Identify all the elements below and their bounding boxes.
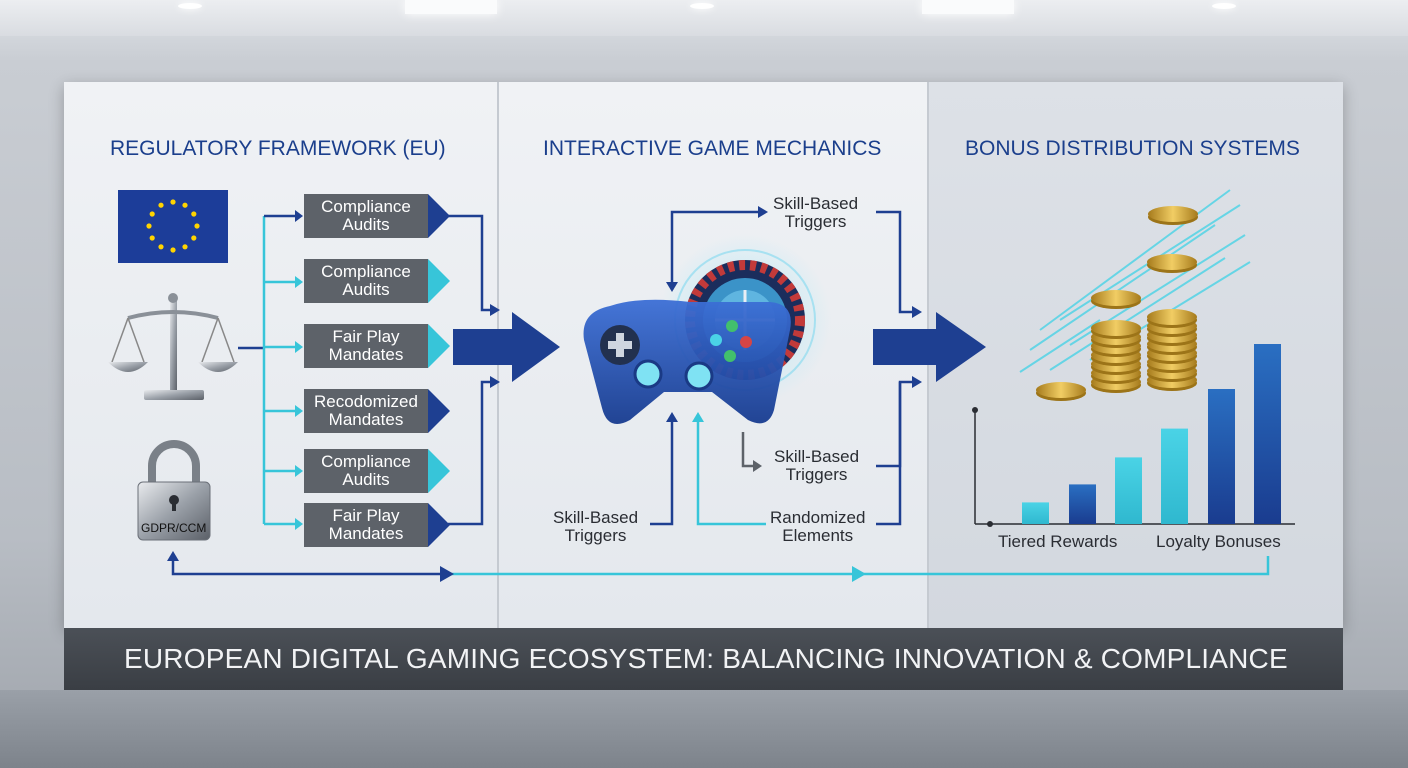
speed-streaks	[1019, 189, 1251, 373]
ceiling-light	[1212, 3, 1236, 9]
axis-origin-dot	[987, 521, 993, 527]
eu-star	[194, 223, 200, 229]
ceiling-light	[178, 3, 202, 9]
coin	[1036, 382, 1086, 398]
bonus-title: BONUS DISTRIBUTION SYSTEMS	[965, 137, 1300, 160]
bonus-bars	[1022, 344, 1281, 524]
bonus-bar	[1069, 484, 1096, 524]
coin	[1091, 290, 1141, 306]
regulatory-box-arrow-tip	[428, 324, 450, 368]
ceiling-light	[690, 3, 714, 9]
mechanic-label-skill-top: Skill-Based Triggers	[773, 194, 859, 231]
ceiling	[0, 0, 1408, 36]
coin	[1091, 320, 1141, 336]
eu-star	[182, 244, 188, 250]
eu-star	[182, 202, 188, 208]
eu-star	[146, 223, 152, 229]
padlock-icon	[137, 440, 211, 541]
eu-star	[170, 199, 176, 205]
scales-of-justice-icon	[108, 293, 238, 400]
eu-star	[191, 235, 197, 241]
x-label-tiered-rewards: Tiered Rewards	[998, 532, 1118, 551]
mechanics-connectors	[650, 206, 922, 526]
bonus-bar	[1254, 344, 1281, 524]
game-controller-icon	[583, 299, 791, 424]
regulatory-box-arrow-tip	[428, 503, 450, 547]
regulatory-box-arrow-tip	[428, 389, 450, 433]
banner-title: EUROPEAN DIGITAL GAMING ECOSYSTEM: BALAN…	[124, 643, 1288, 674]
mechanics-title: INTERACTIVE GAME MECHANICS	[543, 137, 882, 160]
bonus-bar	[1208, 389, 1235, 524]
regulatory-box-arrow-tip	[428, 259, 450, 303]
eu-star	[191, 211, 197, 217]
floor	[0, 690, 1408, 768]
eu-star	[170, 247, 176, 253]
eu-star	[149, 211, 155, 217]
eu-star	[149, 235, 155, 241]
mechanic-label-skill-mid: Skill-Based Triggers	[774, 447, 860, 484]
big-arrow-right	[873, 312, 986, 382]
regulatory-box-arrow-tip	[428, 194, 450, 238]
mechanic-label-randomized: Randomized Elements	[770, 508, 866, 545]
bonus-bar	[1161, 428, 1188, 524]
feedback-loop	[167, 551, 1270, 582]
ceiling-light-panel	[405, 0, 497, 14]
regulatory-title: REGULATORY FRAMEWORK (EU)	[110, 137, 446, 160]
coin	[1147, 254, 1197, 270]
eu-star	[158, 202, 164, 208]
regulatory-connectors	[238, 210, 500, 530]
big-arrow-right	[453, 312, 560, 382]
gdpr-label: GDPR/CCM	[141, 521, 207, 535]
mechanic-label-skill-bottom: Skill-Based Triggers	[553, 508, 639, 545]
eu-star	[158, 244, 164, 250]
x-label-loyalty-bonuses: Loyalty Bonuses	[1156, 532, 1281, 551]
bonus-bar	[1115, 457, 1142, 524]
axis-top-dot	[972, 407, 978, 413]
gold-coins-icon	[1036, 206, 1198, 401]
regulatory-box-arrow-tip	[428, 449, 450, 493]
coin	[1148, 206, 1198, 222]
title-banner	[64, 628, 1343, 690]
ceiling-light-panel	[922, 0, 1014, 14]
bonus-bar	[1022, 502, 1049, 524]
eu-flag-icon	[118, 190, 228, 263]
coin	[1147, 309, 1197, 325]
